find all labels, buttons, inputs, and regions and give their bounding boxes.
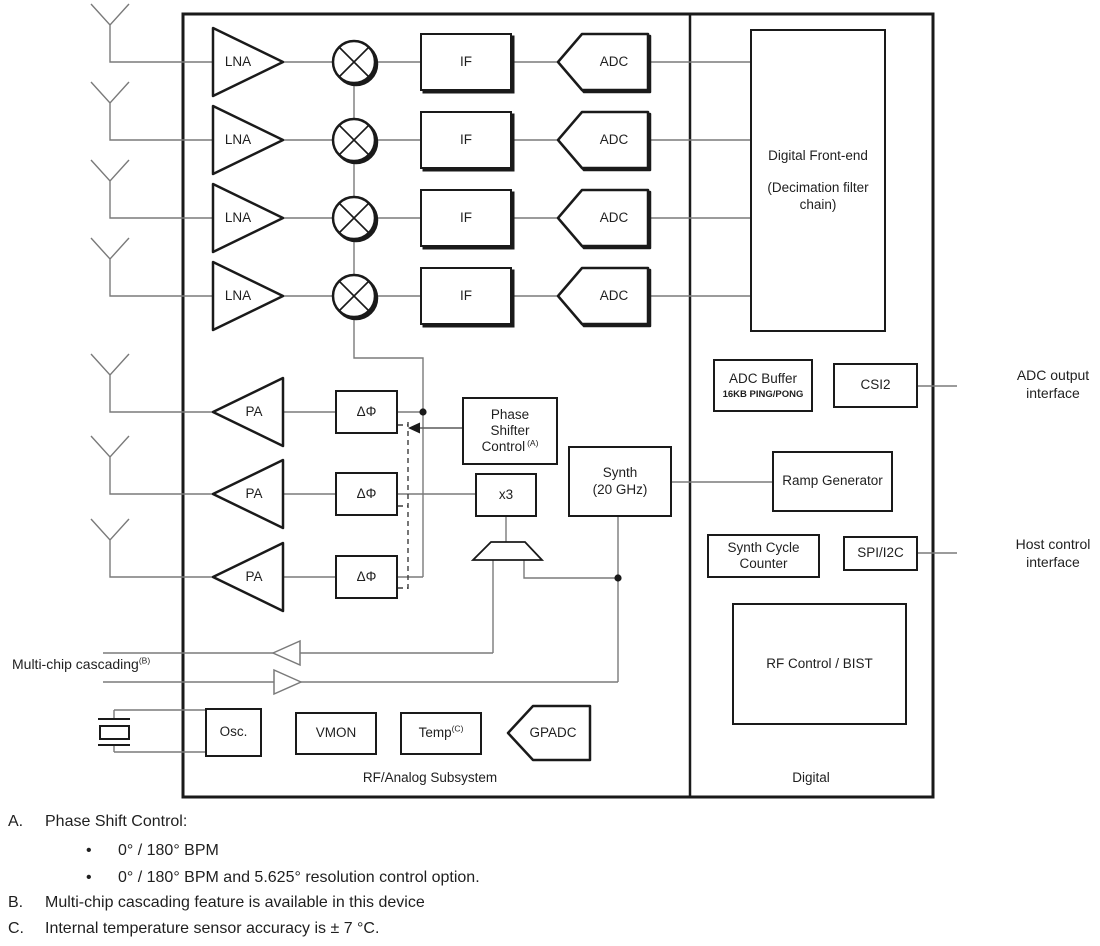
- mixer-icon: [331, 39, 377, 85]
- phase-shifter-box: ΔΦ: [335, 472, 398, 516]
- rx-antenna-icon: [90, 3, 213, 297]
- synth-cycle-counter-box: Synth Cycle Counter: [707, 534, 820, 578]
- host-control-interface-label: Host control interface: [1015, 536, 1091, 570]
- digital-front-end-box: Digital Front-end (Decimation filter cha…: [750, 29, 886, 332]
- adc-label: ADC: [599, 288, 629, 303]
- pa-label: PA: [245, 404, 263, 419]
- vmon-box: VMON: [295, 712, 377, 755]
- mixer-icon: [331, 117, 377, 163]
- rf-analog-subsystem-label: RF/Analog Subsystem: [362, 770, 498, 785]
- synth-box: Synth (20 GHz): [568, 446, 672, 517]
- lo-mux-shape: [470, 541, 545, 561]
- if-box: IF: [420, 33, 512, 91]
- if-box: IF: [420, 111, 512, 169]
- tx-antenna-icon: [90, 353, 213, 578]
- adc-label: ADC: [599, 54, 629, 69]
- tx-chain-wires: [283, 411, 475, 578]
- gpadc-label: GPADC: [529, 725, 577, 740]
- footnote-a-bullet-2: •0° / 180° BPM and 5.625° resolution con…: [86, 869, 480, 886]
- crystal-icon: [98, 709, 205, 753]
- x3-multiplier-box: x3: [475, 473, 537, 517]
- phase-shifter-box: ΔΦ: [335, 390, 398, 434]
- rx-chain-wires: [283, 61, 750, 297]
- lna-triangle: [211, 26, 285, 332]
- if-box: IF: [420, 267, 512, 325]
- pa-triangle: [211, 376, 285, 613]
- mixer-icon: [331, 195, 377, 241]
- junction-dot: [419, 408, 427, 416]
- control-arrow: [408, 422, 462, 434]
- lna-label: LNA: [224, 288, 252, 303]
- lna-label: LNA: [224, 210, 252, 225]
- chip-outline: [181, 12, 935, 799]
- footnote-a: A.Phase Shift Control:: [8, 813, 188, 830]
- digital-label: Digital: [792, 770, 830, 785]
- gpadc-shape: [506, 704, 592, 762]
- adc-output-interface-label: ADC output interface: [1016, 367, 1090, 401]
- lo-distribution-wire: [353, 83, 424, 577]
- mixer-icon: [331, 273, 377, 319]
- cascade-buffer-icon: [271, 639, 301, 667]
- footnote-c: C.Internal temperature sensor accuracy i…: [8, 920, 380, 937]
- lna-label: LNA: [224, 132, 252, 147]
- phase-shifter-box: ΔΦ: [335, 555, 398, 599]
- cascade-buffer-icon: [273, 668, 303, 696]
- footnote-b: B.Multi-chip cascading feature is availa…: [8, 894, 425, 911]
- temp-box: Temp(C): [400, 712, 482, 755]
- lna-label: LNA: [224, 54, 252, 69]
- if-box: IF: [420, 189, 512, 247]
- adc-label: ADC: [599, 210, 629, 225]
- rf-control-bist-box: RF Control / BIST: [732, 603, 907, 725]
- phase-shifter-control-box: Phase Shifter Control(A): [462, 397, 558, 465]
- pa-label: PA: [245, 569, 263, 584]
- dashed-control-bus: [398, 422, 409, 591]
- csi2-box: CSI2: [833, 363, 918, 408]
- junction-dot: [614, 574, 622, 582]
- adc-buffer-box: ADC Buffer 16KB PING/PONG: [713, 359, 813, 412]
- footnote-a-bullet-1: •0° / 180° BPM: [86, 842, 219, 859]
- ramp-generator-box: Ramp Generator: [772, 451, 893, 512]
- spi-i2c-box: SPI/I2C: [843, 536, 918, 571]
- synth-mux-wires: [103, 385, 957, 683]
- osc-box: Osc.: [205, 708, 262, 757]
- pa-label: PA: [245, 486, 263, 501]
- adc-label: ADC: [599, 132, 629, 147]
- adc-shape: [556, 32, 650, 326]
- multi-chip-cascading-label: Multi-chip cascading(B): [12, 655, 151, 672]
